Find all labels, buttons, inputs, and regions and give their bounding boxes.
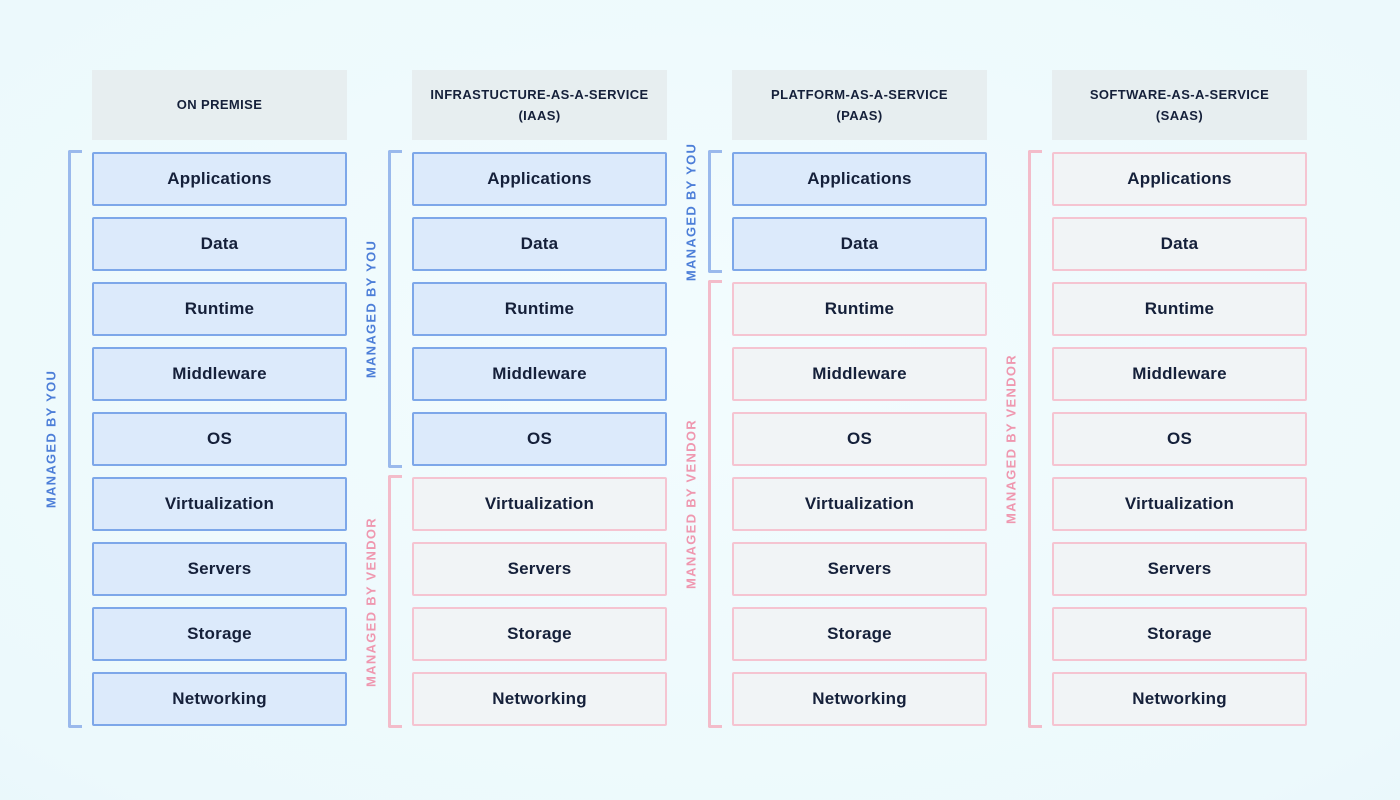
layer-box-os: OS — [412, 412, 667, 466]
column-header-text: PLATFORM-AS-A-SERVICE — [771, 86, 948, 102]
managed-by-you-label: MANAGED BY YOU — [43, 369, 59, 509]
layer-box-storage: Storage — [1052, 607, 1307, 661]
layer-box-os: OS — [1052, 412, 1307, 466]
layer-box-networking: Networking — [412, 672, 667, 726]
managed-by-vendor-bracket — [1028, 150, 1042, 728]
layer-box-middleware: Middleware — [412, 347, 667, 401]
layer-box-os: OS — [92, 412, 347, 466]
managed-by-you-bracket — [388, 150, 402, 468]
layer-box-data: Data — [92, 217, 347, 271]
managed-by-vendor-label: MANAGED BY VENDOR — [1003, 354, 1019, 524]
column-header-saas: SOFTWARE-AS-A-SERVICE (SAAS) — [1052, 70, 1307, 140]
layer-box-networking: Networking — [732, 672, 987, 726]
layer-box-storage: Storage — [412, 607, 667, 661]
managed-by-you-bracket — [708, 150, 722, 273]
layer-box-virtualization: Virtualization — [1052, 477, 1307, 531]
layer-box-middleware: Middleware — [92, 347, 347, 401]
layer-box-middleware: Middleware — [732, 347, 987, 401]
column-header-text: (SAAS) — [1155, 107, 1204, 123]
layer-box-middleware: Middleware — [1052, 347, 1307, 401]
layer-box-data: Data — [412, 217, 667, 271]
layer-box-applications: Applications — [1052, 152, 1307, 206]
column-iaas: INFRASTUCTURE-AS-A-SERVICE (IAAS) Applica… — [347, 0, 667, 800]
layer-box-servers: Servers — [412, 542, 667, 596]
managed-by-you-label: MANAGED BY YOU — [683, 142, 699, 281]
column-header-text: SOFTWARE-AS-A-SERVICE — [1089, 86, 1270, 102]
layer-box-data: Data — [1052, 217, 1307, 271]
column-header-text: INFRASTUCTURE-AS-A-SERVICE — [430, 86, 649, 102]
managed-by-you-bracket — [68, 150, 82, 728]
layer-box-virtualization: Virtualization — [412, 477, 667, 531]
layer-box-data: Data — [732, 217, 987, 271]
layer-box-runtime: Runtime — [1052, 282, 1307, 336]
layer-box-runtime: Runtime — [732, 282, 987, 336]
column-paas: PLATFORM-AS-A-SERVICE (PAAS) Applications… — [667, 0, 987, 800]
column-header-text: ON PREMISE — [176, 97, 263, 112]
layer-box-networking: Networking — [92, 672, 347, 726]
column-header-text: (IAAS) — [518, 107, 561, 123]
managed-by-you-label: MANAGED BY YOU — [363, 239, 379, 379]
managed-by-vendor-bracket — [388, 475, 402, 728]
managed-by-vendor-label: MANAGED BY VENDOR — [363, 516, 379, 687]
layer-box-os: OS — [732, 412, 987, 466]
column-header-on-premise: ON PREMISE — [92, 70, 347, 140]
layer-box-networking: Networking — [1052, 672, 1307, 726]
layer-box-applications: Applications — [92, 152, 347, 206]
layer-box-servers: Servers — [732, 542, 987, 596]
layer-box-virtualization: Virtualization — [732, 477, 987, 531]
managed-by-vendor-label: MANAGED BY VENDOR — [683, 419, 699, 589]
column-header-iaas: INFRASTUCTURE-AS-A-SERVICE (IAAS) — [412, 70, 667, 140]
column-saas: SOFTWARE-AS-A-SERVICE (SAAS) Applications… — [987, 0, 1307, 800]
layer-box-applications: Applications — [732, 152, 987, 206]
layer-box-applications: Applications — [412, 152, 667, 206]
layer-box-storage: Storage — [732, 607, 987, 661]
layer-box-servers: Servers — [92, 542, 347, 596]
layer-box-virtualization: Virtualization — [92, 477, 347, 531]
column-header-paas: PLATFORM-AS-A-SERVICE (PAAS) — [732, 70, 987, 140]
layer-box-servers: Servers — [1052, 542, 1307, 596]
layer-box-storage: Storage — [92, 607, 347, 661]
layer-box-runtime: Runtime — [412, 282, 667, 336]
layer-box-runtime: Runtime — [92, 282, 347, 336]
column-header-text: (PAAS) — [836, 107, 883, 123]
managed-by-vendor-bracket — [708, 280, 722, 728]
